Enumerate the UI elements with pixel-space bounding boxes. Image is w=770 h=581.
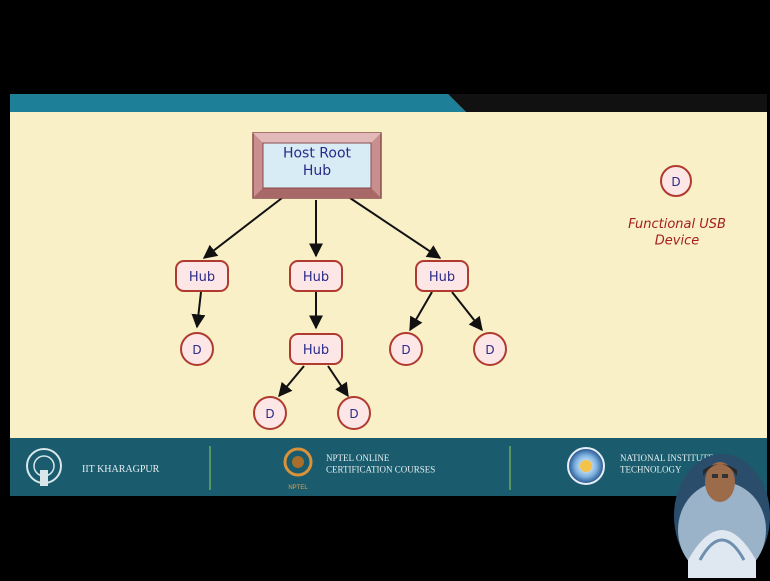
presenter-video-thumbnail <box>674 454 770 578</box>
edge-hub1-dev <box>191 291 206 329</box>
legend-symbol-label: D <box>671 175 680 189</box>
hub-label: Hub <box>303 343 329 358</box>
iit-kharagpur-logo <box>26 448 62 486</box>
footer-bar <box>10 438 767 496</box>
edge-hub4-dev-left <box>278 365 305 398</box>
tree-connectors <box>191 197 483 398</box>
device-label: D <box>485 343 494 357</box>
hub-label: Hub <box>429 270 455 285</box>
edge-hub3-dev-right <box>451 291 483 332</box>
device-node-3: D <box>473 332 507 366</box>
hub-node-2: Hub <box>289 260 343 292</box>
hub-label: Hub <box>303 270 329 285</box>
national-institute-logo <box>567 447 605 485</box>
header-teal-band <box>10 94 466 112</box>
legend-device-symbol <box>660 165 692 197</box>
footer-institute-label: IIT KHARAGPUR <box>82 464 160 475</box>
edge-root-hub3 <box>349 197 442 259</box>
footer-bottom-black <box>0 496 770 581</box>
hub-label: Hub <box>189 270 215 285</box>
nptel-logo <box>283 447 313 477</box>
device-node-5: D <box>337 396 371 430</box>
header-dark-wedge <box>448 94 767 112</box>
device-label: D <box>192 343 201 357</box>
device-node-1: D <box>180 332 214 366</box>
edge-hub4-dev-right <box>327 365 349 398</box>
hub-node-1: Hub <box>175 260 229 292</box>
hub-node-3: Hub <box>415 260 469 292</box>
header-dark-band <box>10 8 767 94</box>
edge-hub3-dev-left <box>409 291 433 332</box>
edge-root-hub1 <box>202 197 283 259</box>
device-label: D <box>349 407 358 421</box>
device-node-4: D <box>253 396 287 430</box>
nptel-logo-text: NPTEL <box>288 485 308 491</box>
device-node-2: D <box>389 332 423 366</box>
device-label: D <box>265 407 274 421</box>
device-label: D <box>401 343 410 357</box>
hub-node-4: Hub <box>289 333 343 365</box>
